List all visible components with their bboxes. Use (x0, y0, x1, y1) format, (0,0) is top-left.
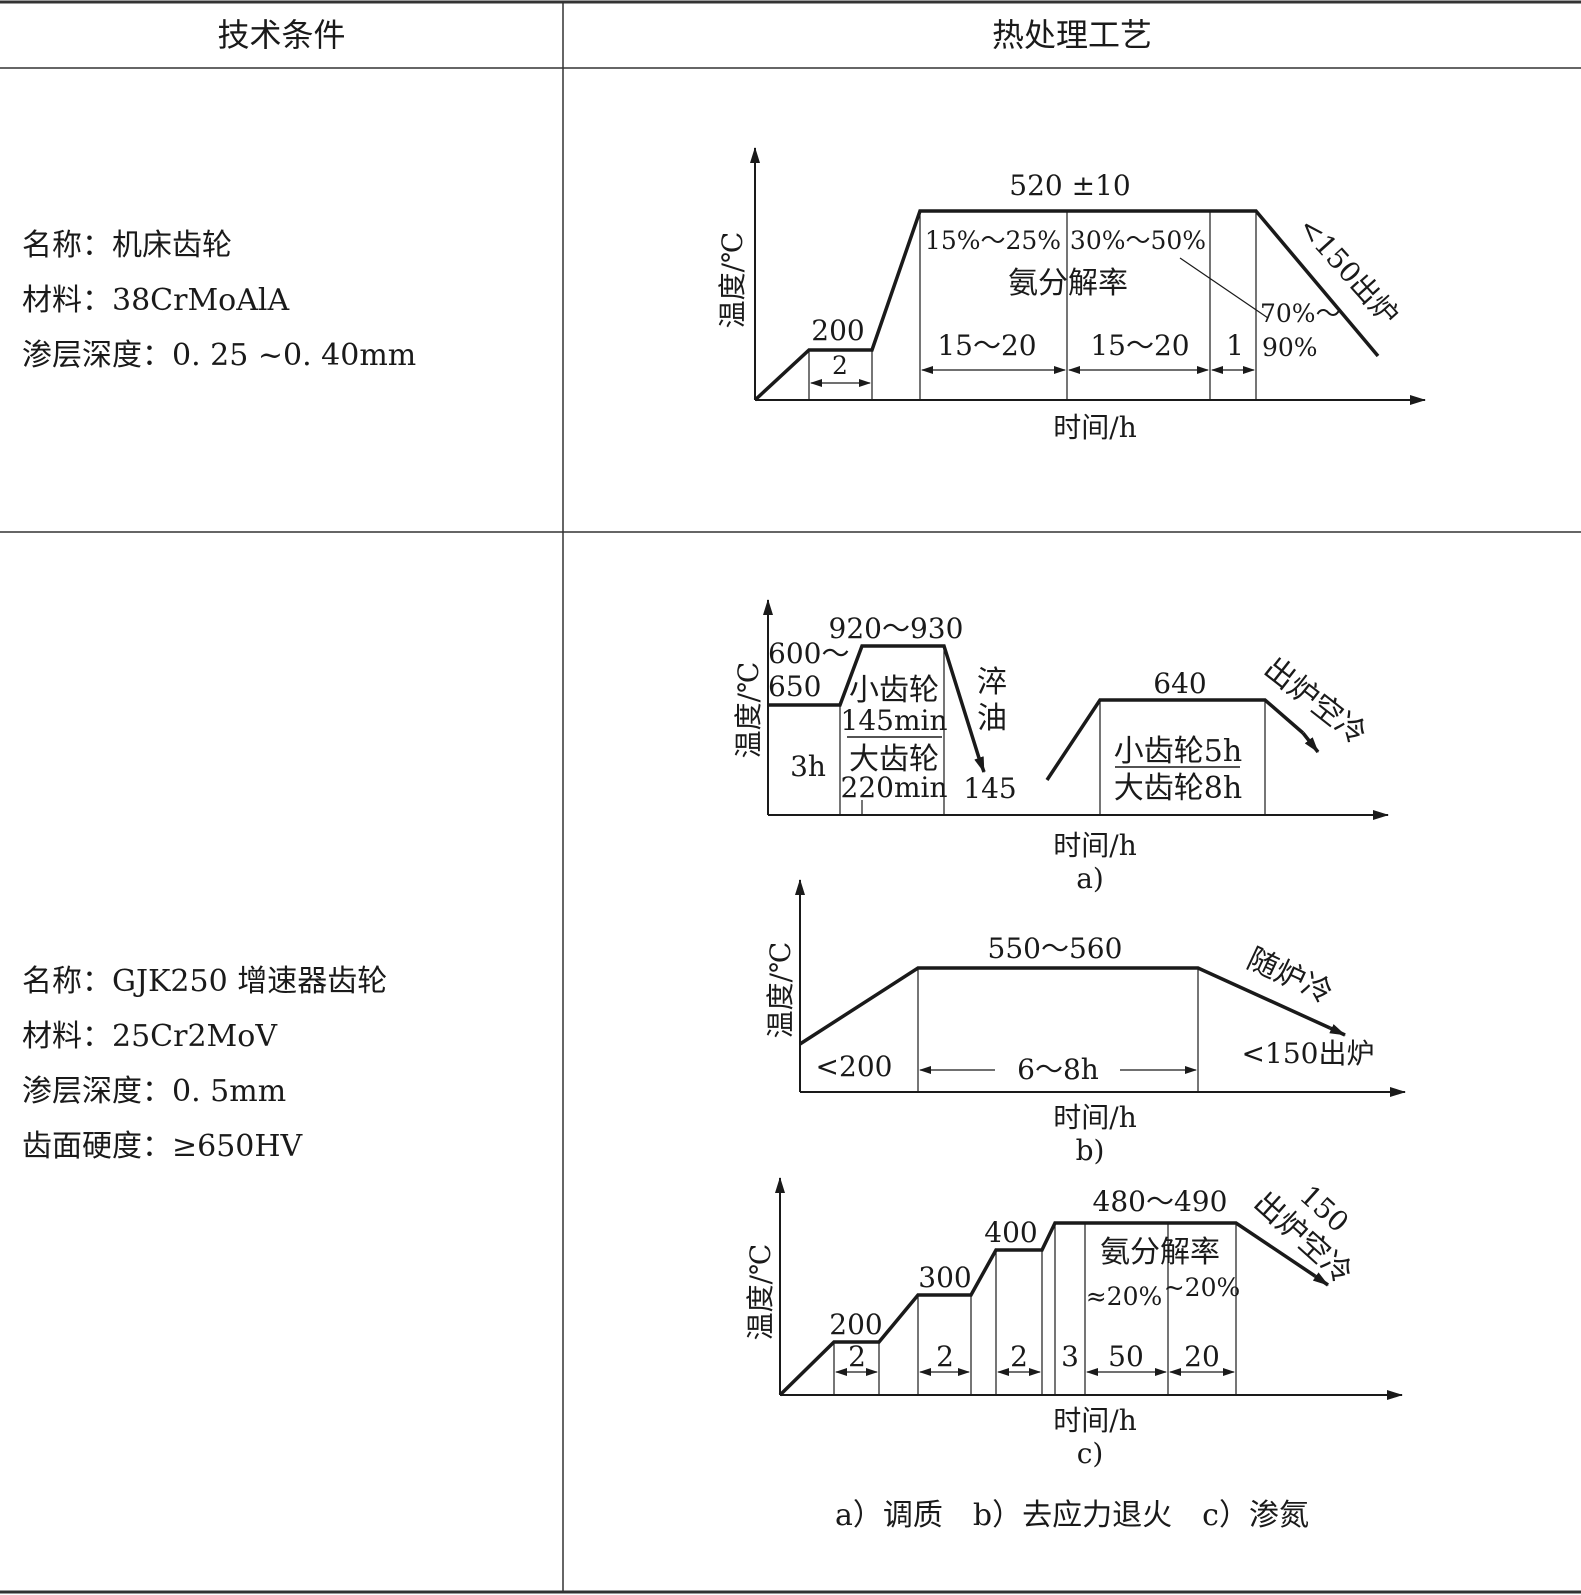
hold-duration: 6～8h (1017, 1053, 1099, 1086)
ratio-stage2: 30%～50% (1070, 226, 1206, 255)
hold-temp: 550～560 (988, 932, 1123, 965)
temp-480-490: 480～490 (1093, 1185, 1228, 1218)
quench-label-2: 油 (977, 701, 1007, 736)
process-curve (753, 209, 1380, 402)
process-legend: a）调质 b）去应力退火 c）渗氮 (835, 1498, 1309, 1533)
preheat-temp-a: 600～ (768, 637, 849, 670)
temper-temp: 640 (1153, 667, 1206, 700)
x-axis-label: 时间/h (1053, 829, 1136, 862)
dur-3: 2 (1010, 1340, 1028, 1373)
ratio-stage3-b: 90% (1262, 333, 1318, 362)
hardening-curve (768, 644, 981, 759)
y-axis-label: 温度/℃ (744, 1244, 777, 1341)
dur-1: 2 (848, 1340, 866, 1373)
header-process: 热处理工艺 (991, 16, 1152, 54)
preheat-time: 3h (790, 750, 826, 783)
dur-5: 50 (1108, 1340, 1144, 1373)
relief-curve (799, 966, 1331, 1046)
temper-small: 小齿轮5h (1114, 734, 1242, 769)
duration-stage1: 15～20 (937, 329, 1036, 362)
duration-stage2: 15～20 (1090, 329, 1189, 362)
x-axis-label: 时间/h (1053, 1404, 1136, 1437)
temp-300: 300 (918, 1261, 971, 1294)
y-axis-label: 温度/℃ (732, 662, 765, 759)
spec-block-2: 名称：GJK250 增速器齿轮 材料：25Cr2MoV 渗层深度：0. 5mm … (22, 954, 387, 1174)
spec-material: 材料：25Cr2MoV (22, 1019, 277, 1054)
caption: c) (1077, 1437, 1104, 1470)
temp-low-label: 200 (811, 314, 864, 347)
spec-name: 名称：机床齿轮 (22, 228, 232, 263)
caption: a) (1076, 862, 1104, 895)
caption: b) (1076, 1134, 1105, 1167)
quench-end-temp: 145 (963, 772, 1016, 805)
spec-block-1: 名称：机床齿轮 材料：38CrMoAlA 渗层深度：0. 25 ~0. 40mm (22, 218, 416, 383)
spec-hardness: 齿面硬度：≥650HV (22, 1129, 303, 1164)
austenitize-temp: 920～930 (829, 612, 964, 645)
start-temp: <200 (816, 1050, 893, 1083)
spec-depth: 渗层深度：0. 5mm (22, 1074, 287, 1109)
duration-preheat: 2 (832, 351, 848, 380)
duration-stage3: 1 (1226, 329, 1244, 362)
small-gear-time: 145min (841, 704, 948, 737)
large-gear-time: 220min (841, 771, 948, 804)
tempering-curve (1045, 698, 1305, 781)
x-axis-label: 时间/h (1053, 1101, 1136, 1134)
temp-200: 200 (829, 1308, 882, 1341)
ratio-stage1: ≈20% (1086, 1282, 1163, 1311)
spec-name: 名称：GJK250 增速器齿轮 (22, 964, 388, 999)
small-gear-label: 小齿轮 (849, 673, 939, 708)
y-axis-label: 温度/℃ (764, 942, 797, 1039)
temp-400: 400 (984, 1216, 1037, 1249)
x-axis-label: 时间/h (1053, 411, 1136, 444)
temper-large: 大齿轮8h (1114, 771, 1242, 806)
ratio-stage2: ~20% (1164, 1273, 1241, 1302)
exit-temp: <150出炉 (1242, 1037, 1375, 1070)
dur-6: 20 (1184, 1340, 1220, 1373)
dur-4: 3 (1061, 1340, 1079, 1373)
y-axis-label: 温度/℃ (716, 232, 749, 329)
large-gear-label: 大齿轮 (849, 742, 939, 777)
nitriding-curve (778, 1221, 1316, 1397)
ratio-stage1: 15%～25% (925, 226, 1061, 255)
preheat-temp-b: 650 (768, 670, 821, 703)
ratio-title: 氨分解率 (1100, 1235, 1220, 1270)
header-conditions: 技术条件 (217, 16, 346, 54)
temp-top-label: 520 ±10 (1009, 169, 1130, 202)
spec-depth: 渗层深度：0. 25 ~0. 40mm (22, 338, 417, 373)
spec-material: 材料：38CrMoAlA (22, 283, 290, 318)
ratio-title: 氨分解率 (1008, 266, 1128, 301)
ratio-stage3-a: 70%～ (1260, 299, 1341, 328)
quench-label-1: 淬 (977, 665, 1007, 700)
dur-2: 2 (936, 1340, 954, 1373)
